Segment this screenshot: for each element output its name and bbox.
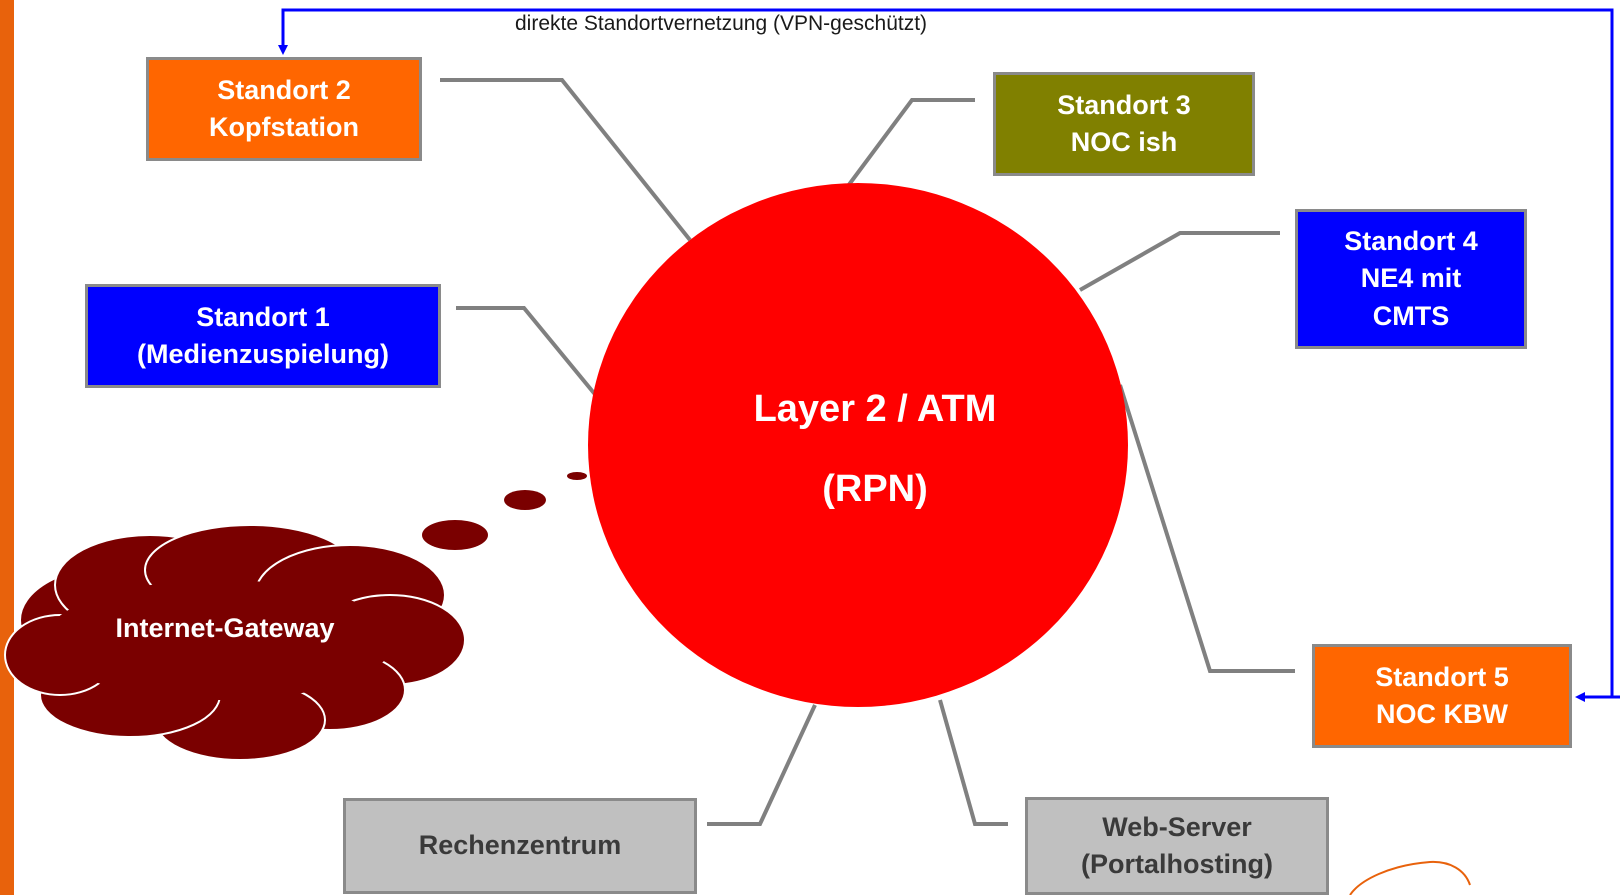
connector-standort1	[456, 306, 600, 400]
node-webserver: Web-Server (Portalhosting)	[1025, 797, 1329, 895]
vpn-link-line	[278, 8, 1620, 699]
gateway-label: Internet-Gateway	[115, 613, 335, 643]
trail-bubble-large	[422, 520, 488, 550]
vpn-link-label: direkte Standortvernetzung (VPN-geschütz…	[515, 12, 928, 35]
connector-standort2	[440, 78, 692, 242]
node-rechenzentrum: Rechenzentrum	[343, 798, 697, 894]
node-standort2: Standort 2 Kopfstation	[146, 57, 422, 161]
connector-standort4	[1079, 231, 1280, 292]
core-subtitle: (RPN)	[822, 468, 928, 510]
core-title: Layer 2 / ATM	[753, 388, 997, 430]
node-standort5: Standort 5 NOC KBW	[1312, 644, 1572, 748]
node-standort1: Standort 1 (Medienzuspielung)	[85, 284, 441, 388]
connector-rechenzentrum	[707, 704, 817, 826]
node-standort3: Standort 3 NOC ish	[993, 72, 1255, 176]
node-standort4: Standort 4 NE4 mit CMTS	[1295, 209, 1527, 349]
trail-bubble-small	[567, 472, 587, 480]
decorative-swirl	[1349, 860, 1471, 895]
connector-standort3	[843, 98, 975, 192]
connector-standort5	[1118, 384, 1295, 673]
internet-gateway-cloud	[4, 524, 466, 761]
layer2-atm-core	[588, 183, 1128, 707]
connector-webserver	[938, 699, 1008, 826]
trail-bubble-medium	[504, 490, 546, 510]
